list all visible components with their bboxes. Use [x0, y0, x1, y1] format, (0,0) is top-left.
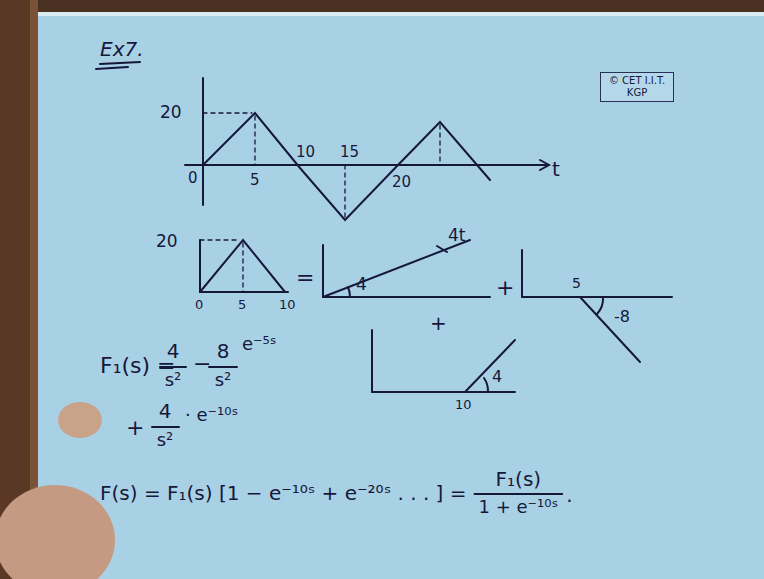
equation: 4	[167, 340, 180, 362]
equation: 4	[159, 400, 172, 422]
axis-value: 20	[160, 103, 182, 122]
equation: +	[126, 416, 144, 440]
slope-label: 4t	[448, 226, 465, 245]
equation: F₁(s) =	[100, 354, 176, 378]
axis-value: 10	[296, 144, 315, 161]
axis-name: t	[552, 158, 560, 180]
plus-sign: +	[430, 312, 447, 334]
slope-label: 4	[492, 368, 502, 386]
equals-sign: =	[296, 266, 314, 290]
plus-sign: +	[496, 276, 514, 300]
axis-value: 0	[195, 298, 203, 312]
equation: · e⁻¹⁰ˢ	[185, 405, 238, 425]
axis-value: 20	[392, 174, 411, 191]
equation: s²	[157, 430, 174, 450]
equation: s²	[215, 370, 232, 390]
slope-label: 4	[356, 275, 367, 294]
axis-value: 5	[572, 276, 581, 291]
copyright-stamp: © CET I.I.T. KGP	[600, 72, 674, 102]
equation: .	[566, 484, 572, 506]
axis-value: 0	[188, 170, 198, 187]
equation: 1 + e⁻¹⁰ˢ	[479, 497, 559, 517]
equation: F₁(s)	[496, 468, 542, 490]
equation: F(s) = F₁(s) [1 − e⁻¹⁰ˢ + e⁻²⁰ˢ . . . ] …	[100, 482, 467, 504]
equation: s²	[165, 370, 182, 390]
stamp-text: © CET I.I.T. KGP	[605, 75, 669, 99]
axis-value: 20	[156, 232, 178, 251]
equation: −	[193, 352, 211, 376]
axis-value: 5	[250, 172, 260, 189]
axis-value: 5	[238, 298, 246, 312]
equation: 8	[217, 340, 230, 362]
axis-value: 15	[340, 144, 359, 161]
equation: e⁻⁵ˢ	[242, 334, 277, 354]
slope-label: -8	[614, 308, 630, 326]
axis-value: 10	[455, 398, 472, 412]
axis-value: 10	[279, 298, 296, 312]
example-heading: Ex7.	[100, 38, 144, 60]
